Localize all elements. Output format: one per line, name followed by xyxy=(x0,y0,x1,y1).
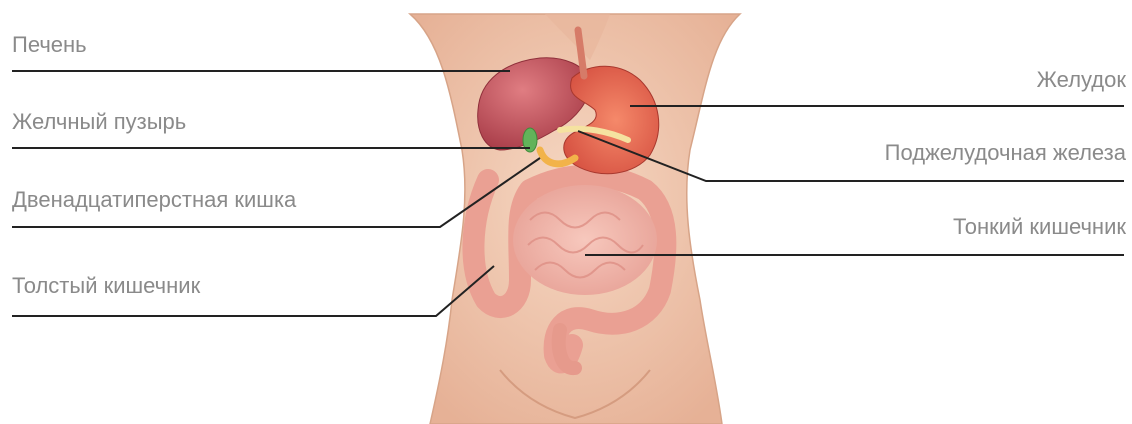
label-large-intestine: Толстый кишечник xyxy=(12,273,200,299)
label-liver: Печень xyxy=(12,32,87,58)
label-small-intestine: Тонкий кишечник xyxy=(953,214,1126,240)
label-gallbladder: Желчный пузырь xyxy=(12,109,186,135)
label-stomach: Желудок xyxy=(1037,67,1126,93)
label-pancreas: Поджелудочная железа xyxy=(885,140,1126,166)
label-duodenum: Двенадцатиперстная кишка xyxy=(12,187,296,213)
